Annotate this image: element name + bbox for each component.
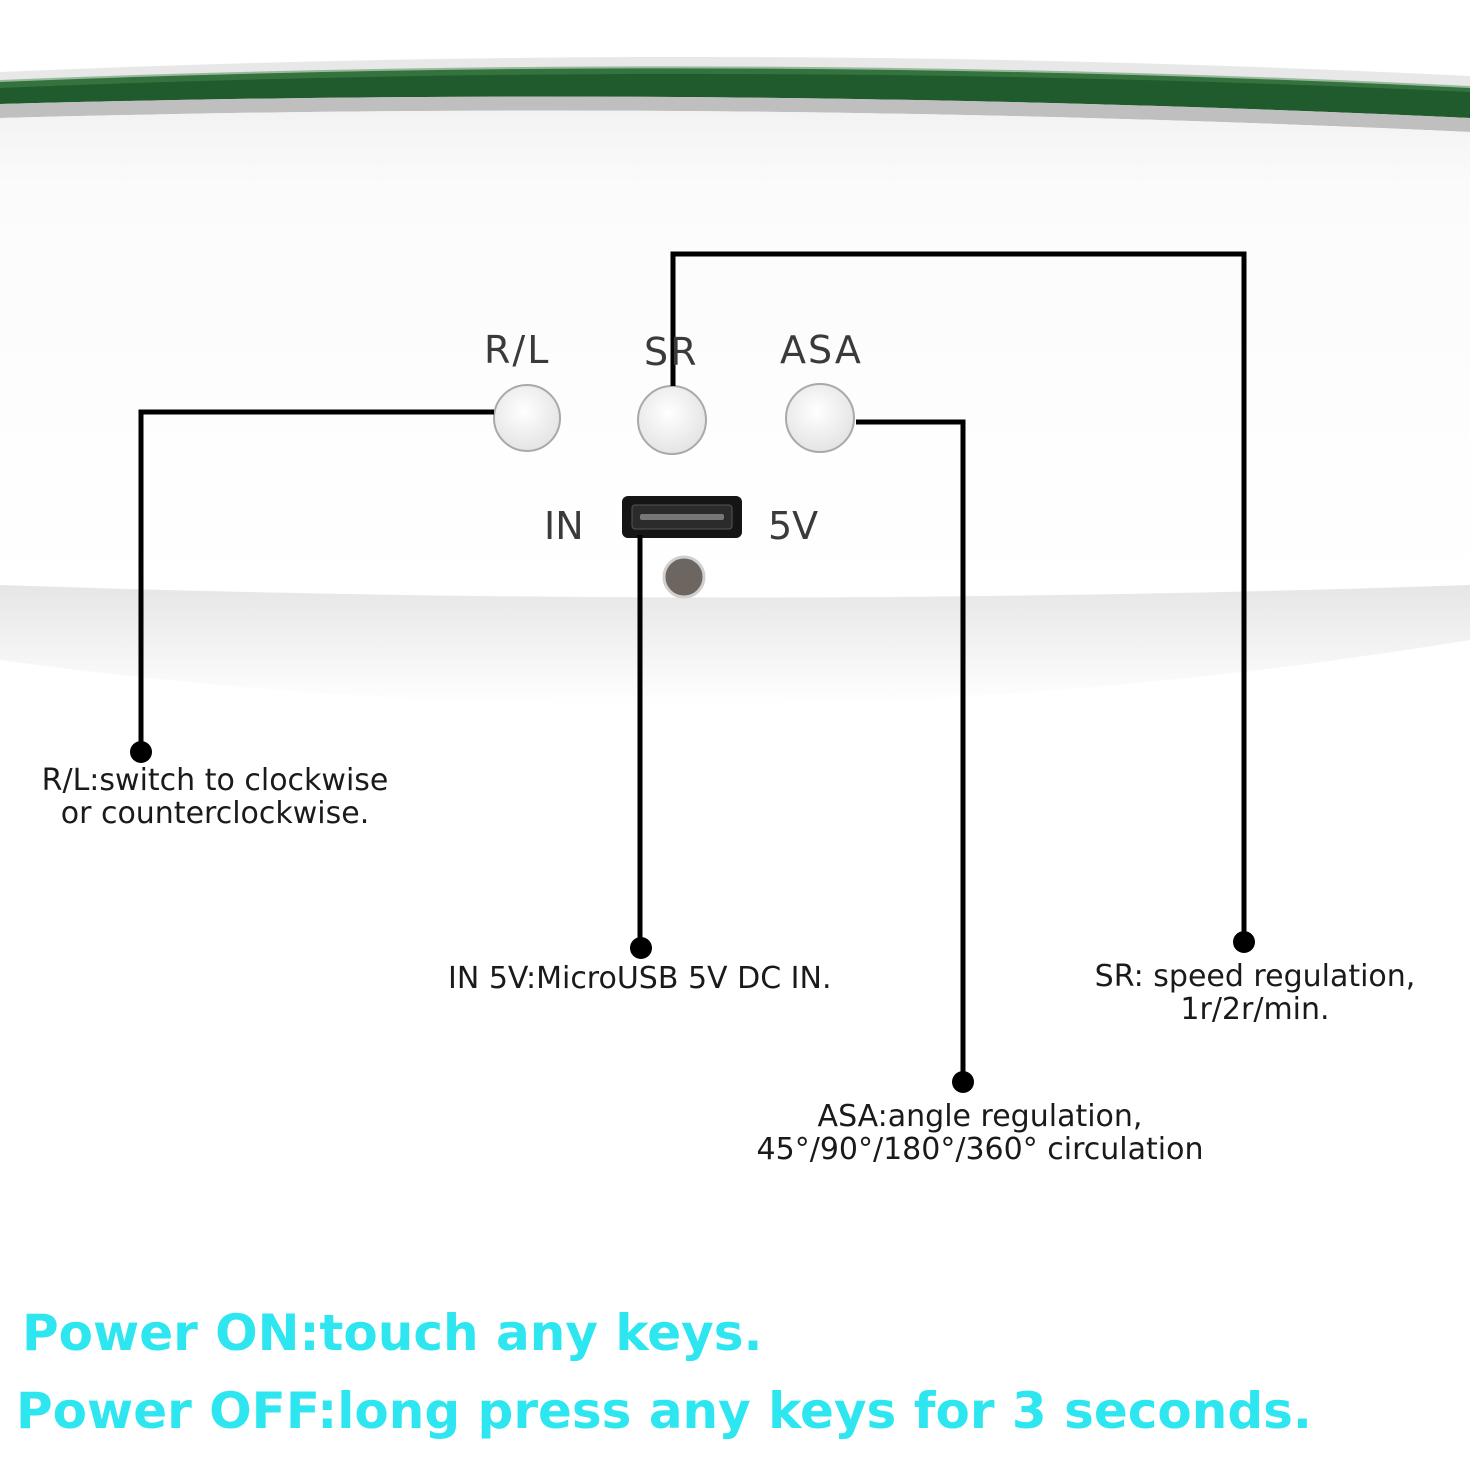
port-in-label: IN: [544, 504, 584, 548]
rl-callout-line2: or counterclockwise.: [60, 796, 370, 831]
sr-button-label: SR: [644, 330, 699, 374]
asa-leader-dot: [952, 1071, 974, 1093]
asa-button-label: ASA: [780, 328, 863, 372]
turntable-platter-green: [0, 68, 1470, 118]
in5v-callout: IN 5V:MicroUSB 5V DC IN.: [448, 962, 832, 995]
sr-callout-line1: SR: speed regulation,: [1094, 959, 1416, 994]
sr-leader-line: [670, 251, 1247, 942]
indicator-led: [662, 555, 706, 599]
asa-callout: ASA:angle regulation, 45°/90°/180°/360° …: [740, 1100, 1220, 1166]
asa-callout-line1: ASA:angle regulation,: [817, 1099, 1143, 1134]
rl-callout-line1: R/L:switch to clockwise: [41, 763, 389, 798]
port-5v-label: 5V: [768, 504, 819, 548]
platter-edge: [0, 96, 1470, 132]
rl-leader-dot: [130, 741, 152, 763]
leader-lines: [138, 251, 1247, 1082]
sr-button[interactable]: [637, 385, 707, 455]
sr-callout: SR: speed regulation, 1r/2r/min.: [1070, 960, 1440, 1026]
rl-button[interactable]: [493, 384, 561, 452]
asa-button[interactable]: [785, 383, 855, 453]
power-on-instruction: Power ON:touch any keys.: [22, 1304, 763, 1362]
rl-button-label: R/L: [484, 328, 551, 372]
sr-callout-line2: 1r/2r/min.: [1180, 992, 1330, 1027]
sr-leader-dot: [1233, 931, 1255, 953]
turntable-base-shadow: [0, 585, 1470, 706]
leader-dots: [130, 741, 1255, 1093]
platter-highlight: [0, 66, 1470, 92]
micro-usb-port-pin: [640, 514, 724, 520]
asa-leader-line: [856, 419, 966, 1082]
rl-leader-line: [138, 409, 494, 752]
in5v-callout-line1: IN 5V:MicroUSB 5V DC IN.: [448, 961, 832, 996]
rl-callout: R/L:switch to clockwise or counterclockw…: [20, 764, 410, 830]
in5v-leader-dot: [630, 937, 652, 959]
power-off-instruction: Power OFF:long press any keys for 3 seco…: [16, 1382, 1312, 1440]
turntable-body: [0, 110, 1470, 598]
asa-callout-line2: 45°/90°/180°/360° circulation: [756, 1132, 1204, 1167]
